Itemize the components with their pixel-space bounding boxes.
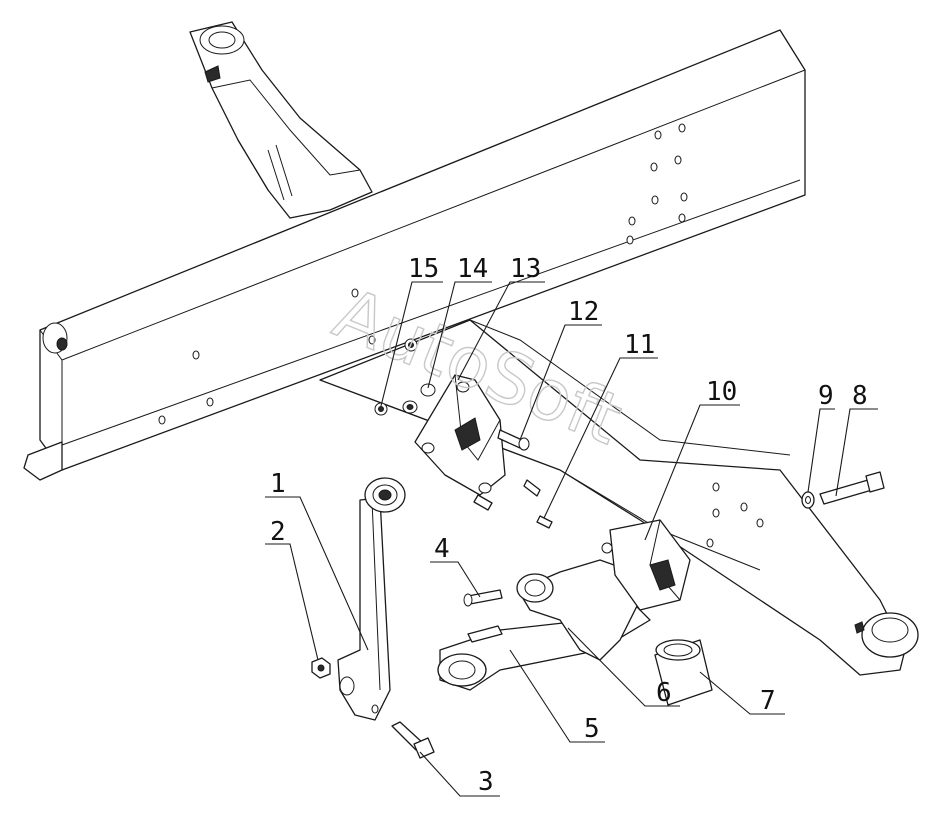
callout-7: 7 [760, 686, 776, 716]
frame-crossmember [23, 29, 806, 481]
callout-12: 12 [568, 297, 599, 327]
upper-arm-6 [516, 559, 641, 661]
callout-11: 11 [624, 330, 655, 360]
callout-15: 15 [408, 254, 439, 284]
callout-2: 2 [270, 517, 286, 547]
frame-holes [158, 123, 688, 425]
bolt-8 [819, 471, 885, 505]
callout-8: 8 [852, 381, 868, 411]
bolt-3 [391, 721, 435, 759]
callout-10: 10 [706, 377, 737, 407]
washer-9 [801, 491, 815, 509]
callout-1: 1 [270, 469, 286, 499]
mount-block-10 [601, 519, 691, 611]
link-rod-1 [337, 477, 406, 721]
callout-9: 9 [818, 381, 834, 411]
nut-2 [311, 657, 331, 679]
nuts-washers-14-15 [374, 338, 436, 416]
callout-leaders [265, 281, 878, 797]
upper-bracket-arm [189, 21, 373, 219]
callout-14: 14 [457, 254, 488, 284]
mounting-bracket-13 [414, 374, 506, 496]
bolts-11-12 [473, 429, 553, 529]
callout-4: 4 [434, 534, 450, 564]
callout-3: 3 [478, 767, 494, 797]
callout-5: 5 [584, 714, 600, 744]
callout-labels: 1 2 3 4 5 6 7 8 9 10 11 12 13 14 15 [270, 254, 868, 797]
bushing-7 [654, 639, 713, 706]
bolt-4 [463, 589, 503, 607]
callout-13: 13 [510, 254, 541, 284]
callout-6: 6 [656, 678, 672, 708]
